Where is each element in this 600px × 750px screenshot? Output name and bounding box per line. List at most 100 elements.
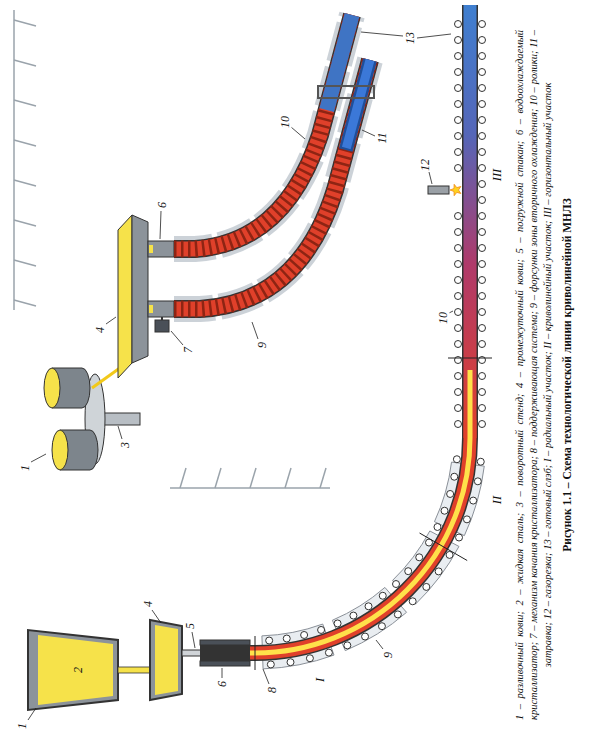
roller: [479, 245, 486, 252]
roller: [455, 69, 462, 76]
roller: [455, 261, 462, 268]
roller: [455, 229, 462, 236]
roller: [325, 649, 332, 656]
strand-core: [250, 370, 470, 653]
roller: [379, 592, 386, 599]
ladle-steel: [44, 368, 60, 408]
frame-column: [14, 60, 36, 66]
roller: [455, 85, 462, 92]
roller: [455, 325, 462, 332]
roller: [434, 523, 441, 530]
frame-column: [250, 468, 256, 488]
callout-number: 12: [419, 158, 432, 172]
ladle-steel: [52, 430, 68, 470]
roller: [479, 405, 486, 412]
frame-rail: [13, 10, 15, 310]
leader-line: [361, 32, 403, 36]
perspective-view: [14, 10, 374, 488]
roller: [393, 581, 400, 588]
dummy-bar: [346, 60, 370, 150]
frame-column: [285, 468, 291, 488]
slab: [327, 15, 352, 110]
leader-line: [362, 130, 375, 136]
roller: [435, 568, 442, 575]
roller: [441, 507, 448, 514]
roller: [350, 612, 357, 619]
roller: [479, 69, 486, 76]
leader-line: [449, 311, 453, 313]
roller: [455, 165, 462, 172]
roller: [479, 85, 486, 92]
frame-column: [14, 220, 36, 226]
callout-number: 4: [142, 600, 155, 608]
legend-text: 1 – разливочный ковш; 2 – жидкая сталь; …: [513, 30, 555, 720]
roller: [455, 277, 462, 284]
roller: [455, 213, 462, 220]
roller: [455, 53, 462, 60]
roller: [479, 341, 486, 348]
leader-line: [28, 708, 36, 720]
section-tick: [420, 533, 468, 561]
tundish: [150, 620, 182, 700]
roller: [365, 603, 372, 610]
frame-column: [14, 300, 36, 306]
leader-line: [376, 640, 383, 649]
steel-stream: [118, 667, 151, 673]
frame-column: [14, 140, 36, 146]
roller: [479, 373, 486, 380]
roller: [423, 583, 430, 590]
tundish-top: [118, 215, 132, 378]
roller: [479, 117, 486, 124]
roller: [456, 534, 463, 541]
roller: [479, 421, 486, 428]
roller: [479, 261, 486, 268]
roller: [455, 341, 462, 348]
leader-line: [417, 34, 451, 38]
leader-line: [160, 211, 161, 239]
roller: [267, 661, 274, 668]
roller: [455, 373, 462, 380]
roller: [479, 53, 486, 60]
callout-number: 5: [184, 622, 197, 630]
roller: [455, 149, 462, 156]
roller: [479, 149, 486, 156]
roller: [306, 655, 313, 662]
roller: [479, 37, 486, 44]
gas-torch: [428, 186, 449, 194]
roller: [455, 101, 462, 108]
roller: [479, 277, 486, 284]
roller: [455, 293, 462, 300]
scheme-2d: [28, 5, 492, 710]
oscillation-drive: [155, 320, 169, 332]
frame-column: [14, 180, 36, 186]
leader-line: [252, 322, 258, 339]
roller: [344, 642, 351, 649]
callout-number: 2: [72, 666, 85, 674]
roller: [455, 21, 462, 28]
leader-line: [222, 668, 223, 678]
leader-line: [118, 426, 122, 439]
oscillation-arm: [161, 317, 163, 320]
roller: [301, 631, 308, 638]
section-numeral: I: [314, 677, 327, 683]
leader-line: [429, 172, 432, 184]
callout-number: 10: [437, 311, 450, 325]
leader-lines: [28, 32, 453, 720]
roller: [416, 554, 423, 561]
roller: [479, 293, 486, 300]
roller: [463, 516, 470, 523]
callout-number: 6: [216, 680, 229, 688]
leader-line: [171, 331, 183, 345]
roller: [479, 229, 486, 236]
roller: [447, 490, 454, 497]
roller: [479, 181, 486, 188]
section-numeral: II: [491, 495, 504, 505]
roller: [451, 473, 458, 480]
mold-wall: [200, 661, 250, 666]
roller: [479, 389, 486, 396]
callout-number: 7: [182, 346, 195, 354]
frame-column: [320, 468, 326, 488]
callout-number: 8: [266, 686, 279, 694]
roller: [479, 309, 486, 316]
